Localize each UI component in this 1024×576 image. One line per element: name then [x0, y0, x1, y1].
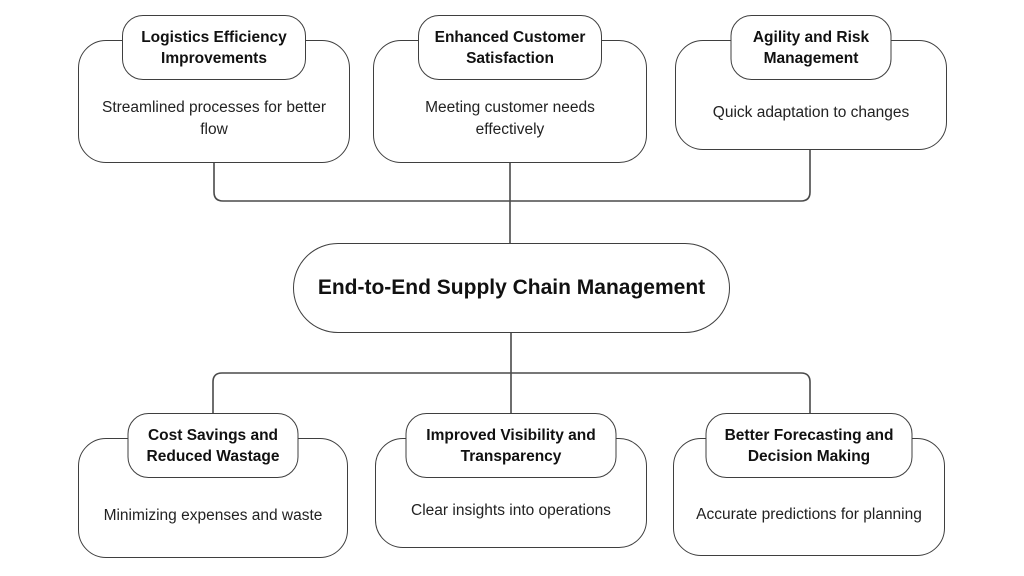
node-description: Clear insights into operations	[411, 501, 611, 519]
node-agility-risk: Agility and Risk Management Quick adapta…	[675, 15, 947, 150]
node-description: Quick adaptation to changes	[712, 103, 910, 121]
node-cost-savings: Cost Savings and Reduced Wastage Minimiz…	[78, 413, 348, 558]
node-description: Meeting customer needs effectively	[425, 99, 595, 138]
node-description: Streamlined processes for better flow	[102, 99, 326, 138]
node-description: Accurate predictions for planning	[696, 505, 922, 523]
node-visibility-transparency: Improved Visibility and Transparency Cle…	[375, 413, 647, 548]
node-logistics-efficiency: Logistics Efficiency Improvements Stream…	[78, 15, 350, 163]
node-title-pill: Enhanced Customer Satisfaction	[418, 15, 602, 80]
node-title-pill: Improved Visibility and Transparency	[405, 413, 617, 478]
node-title-pill: Better Forecasting and Decision Making	[705, 413, 913, 478]
node-customer-satisfaction: Enhanced Customer Satisfaction Meeting c…	[373, 15, 647, 163]
node-title-pill: Logistics Efficiency Improvements	[122, 15, 306, 80]
node-title-pill: Agility and Risk Management	[730, 15, 892, 80]
node-forecasting-decision: Better Forecasting and Decision Making A…	[673, 413, 945, 556]
node-description: Minimizing expenses and waste	[103, 506, 323, 524]
node-title-pill: Cost Savings and Reduced Wastage	[127, 413, 299, 478]
center-node: End-to-End Supply Chain Management	[293, 243, 730, 333]
